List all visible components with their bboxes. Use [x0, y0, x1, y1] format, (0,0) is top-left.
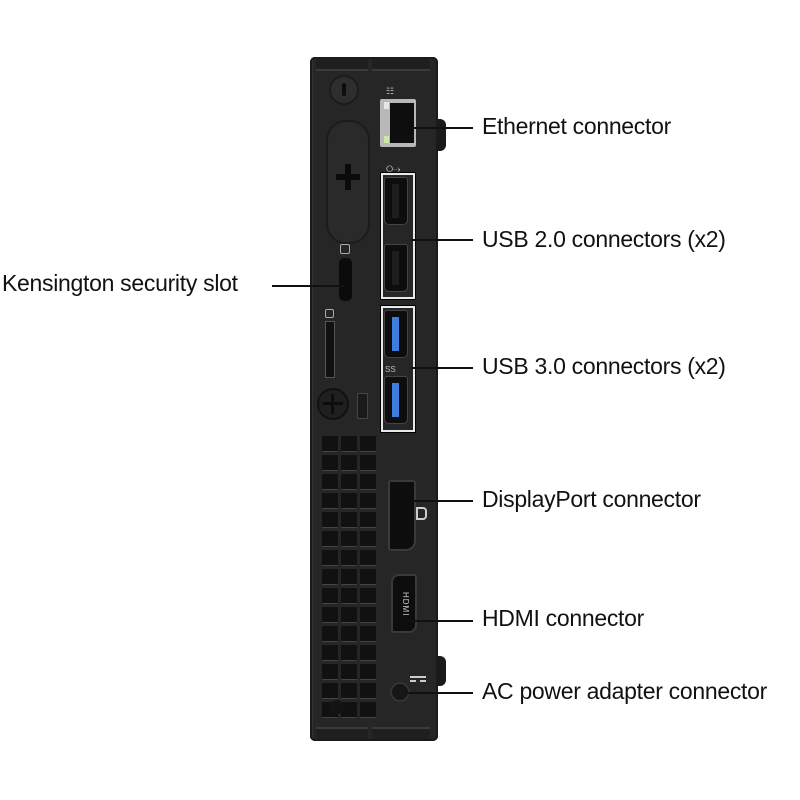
vent-cell [360, 626, 376, 642]
ethernet-latch [436, 119, 446, 151]
label-usb2: USB 2.0 connectors (x2) [482, 226, 726, 252]
vent-cell [360, 474, 376, 490]
vent-cell [341, 702, 357, 718]
leader-power [405, 692, 473, 694]
vent-cell [322, 607, 338, 623]
ethernet-port[interactable] [380, 99, 416, 147]
vent-cell [360, 493, 376, 509]
vent-cell [322, 569, 338, 585]
vent-cell [360, 512, 376, 528]
label-ethernet: Ethernet connector [482, 113, 671, 139]
hdmi-port[interactable] [391, 574, 417, 633]
vent-cell [341, 550, 357, 566]
vent-cell [322, 512, 338, 528]
leader-usb3 [411, 367, 473, 369]
lock-icon [340, 244, 350, 254]
usb3-group-frame [381, 306, 415, 432]
leader-kensington [272, 285, 344, 287]
antenna-cover [326, 120, 370, 244]
vent-cell [322, 664, 338, 680]
leader-ethernet [413, 127, 473, 129]
top-cap [316, 59, 432, 71]
chassis-latch [357, 393, 368, 419]
label-displayport: DisplayPort connector [482, 486, 701, 512]
label-hdmi: HDMI connector [482, 605, 644, 631]
vent-cell [360, 455, 376, 471]
dc-power-icon-dashes [410, 680, 426, 684]
usb3-port-2[interactable] [384, 376, 408, 424]
vent-cell [322, 474, 338, 490]
ethernet-icon: ☷ [386, 86, 395, 96]
leader-usb2 [411, 239, 473, 241]
usb2-port-2[interactable] [384, 244, 408, 292]
displayport-icon [416, 507, 427, 520]
usb3-port-1[interactable] [384, 310, 408, 358]
usb2-port-1[interactable] [384, 177, 408, 225]
leader-hdmi [405, 620, 473, 622]
vent-cell [360, 569, 376, 585]
kensington-slot[interactable] [339, 258, 352, 301]
vent-cell [341, 474, 357, 490]
power-cable-clip [436, 656, 446, 686]
label-power: AC power adapter connector [482, 678, 767, 704]
usb-icon: ⭘⇢ [386, 164, 401, 174]
vent-cell [360, 702, 376, 718]
usb2-group-frame [381, 173, 415, 299]
vent-cell [322, 436, 338, 452]
padlock-loop[interactable] [325, 321, 335, 378]
vent-cell [341, 626, 357, 642]
vent-cell [360, 607, 376, 623]
vent-cell [322, 550, 338, 566]
vent-cell [341, 607, 357, 623]
vent-cell [341, 645, 357, 661]
vent-cell [360, 664, 376, 680]
vent-cell [360, 645, 376, 661]
vent-cell [341, 569, 357, 585]
vent-cell [360, 436, 376, 452]
label-kensington: Kensington security slot [2, 270, 238, 296]
vent-cell [322, 683, 338, 699]
lock-icon [325, 309, 334, 318]
vent-cell [322, 626, 338, 642]
power-button[interactable] [331, 77, 357, 103]
vent-cell [360, 588, 376, 604]
vent-cell [341, 455, 357, 471]
bottom-cap [316, 727, 432, 739]
vent-cell [341, 436, 357, 452]
vent-cell [360, 683, 376, 699]
vent-cell [322, 645, 338, 661]
vent-cell [341, 493, 357, 509]
usb-ss-icon: SS [385, 365, 396, 374]
leader-displayport [412, 500, 473, 502]
screw-hole [330, 700, 344, 714]
ventilation-grid [322, 436, 376, 718]
dc-power-icon [410, 676, 426, 678]
vent-cell [341, 531, 357, 547]
vent-cell [322, 455, 338, 471]
thumbscrew[interactable] [317, 388, 349, 420]
vent-cell [322, 531, 338, 547]
displayport-port[interactable] [388, 480, 416, 551]
vent-cell [360, 531, 376, 547]
vent-cell [322, 588, 338, 604]
vent-cell [341, 683, 357, 699]
label-usb3: USB 3.0 connectors (x2) [482, 353, 726, 379]
hdmi-icon: HDMI [401, 592, 410, 617]
vent-cell [341, 588, 357, 604]
vent-cell [360, 550, 376, 566]
vent-cell [322, 493, 338, 509]
vent-cell [341, 512, 357, 528]
vent-cell [341, 664, 357, 680]
